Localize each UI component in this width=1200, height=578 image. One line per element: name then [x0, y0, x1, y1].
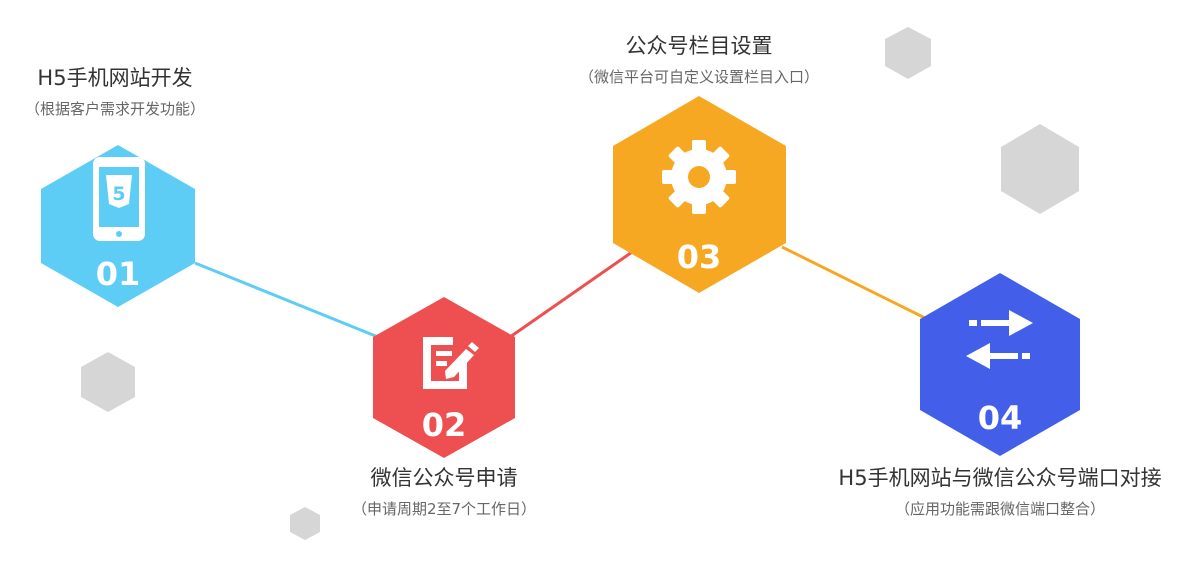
step-04-label: H5手机网站与微信公众号端口对接 （应用功能需跟微信端口整合） — [800, 462, 1200, 519]
step-number: 03 — [677, 238, 722, 276]
exchange-arrows-icon — [966, 310, 1033, 369]
step-03: 03 — [613, 96, 786, 293]
step-subtitle: （应用功能需跟微信端口整合） — [894, 500, 1105, 518]
decor-hexagon — [1001, 124, 1079, 214]
step-title: H5手机网站与微信公众号端口对接 — [838, 466, 1162, 490]
step-hexagon — [920, 273, 1080, 456]
connector-line-2-3 — [509, 248, 636, 339]
connector-line-1-2 — [194, 261, 379, 339]
decor-hexagon — [885, 27, 931, 79]
step-title: H5手机网站开发 — [37, 66, 193, 90]
step-01: 5 01 — [41, 145, 195, 307]
step-title: 公众号栏目设置 — [625, 34, 773, 58]
step-01-label: H5手机网站开发 （根据客户需求开发功能） — [0, 62, 230, 119]
connector-line-3-4 — [781, 245, 926, 320]
step-number: 01 — [96, 255, 141, 293]
step-subtitle: （微信平台可自定义设置栏目入口） — [578, 68, 819, 86]
html5-phone-icon: 5 — [93, 157, 145, 241]
step-04: 04 — [920, 273, 1080, 456]
decor-hexagon — [81, 352, 135, 412]
step-subtitle: （根据客户需求开发功能） — [24, 100, 205, 118]
step-number: 02 — [422, 406, 467, 444]
step-02-label: 微信公众号申请 （申请周期2至7个工作日） — [304, 462, 584, 519]
edit-document-icon — [423, 337, 479, 389]
step-title: 微信公众号申请 — [370, 466, 518, 490]
decor-hexagon — [290, 507, 320, 540]
step-03-label: 公众号栏目设置 （微信平台可自定义设置栏目入口） — [549, 30, 849, 87]
step-subtitle: （申请周期2至7个工作日） — [351, 500, 537, 518]
step-hexagon — [373, 297, 515, 458]
svg-text:5: 5 — [112, 183, 125, 205]
step-number: 04 — [978, 399, 1023, 437]
gear-icon — [662, 140, 736, 214]
step-02: 02 — [373, 297, 515, 458]
